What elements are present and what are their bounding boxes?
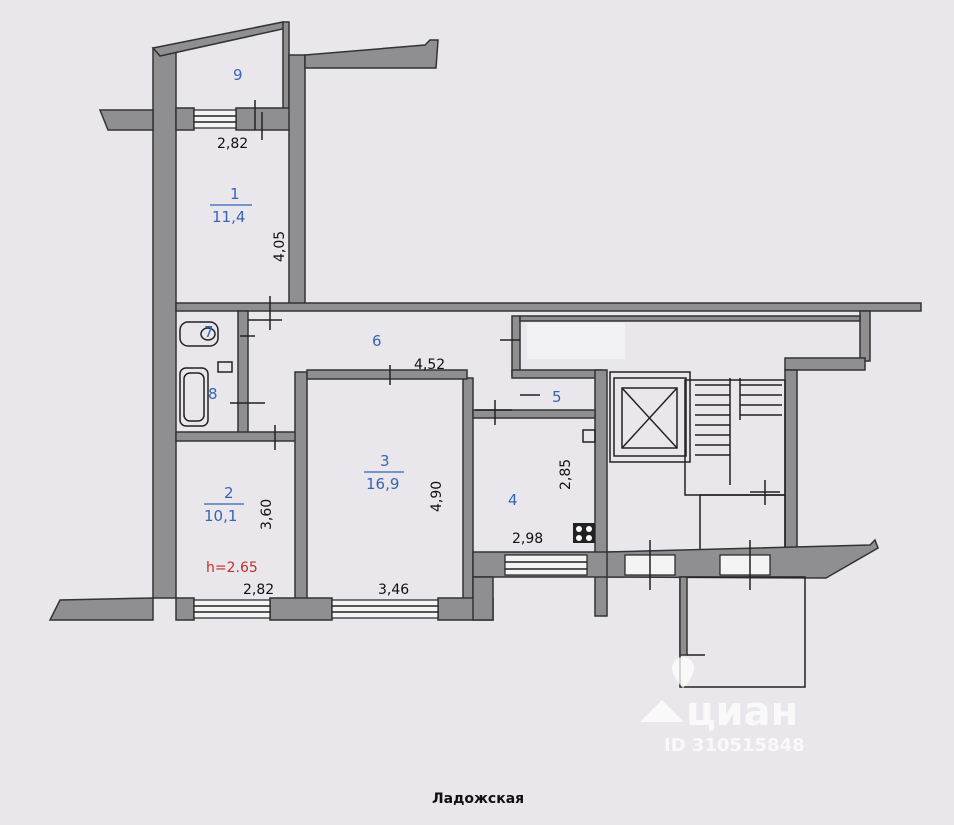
toilet-icon [179, 321, 219, 347]
watermark-brand: циан [686, 689, 798, 735]
walls [48, 21, 922, 688]
elevator-shaft [621, 387, 678, 449]
room-1-area: 11,4 [212, 208, 245, 226]
room-8-number: 8 [208, 385, 218, 403]
room-9-number: 9 [233, 66, 243, 84]
street-name: Ладожская [432, 791, 524, 807]
location-pin-icon [672, 657, 694, 688]
room-1-number: 1 [230, 185, 240, 203]
watermark-id: ID 310515848 [664, 735, 805, 756]
room-2-number: 2 [224, 484, 234, 502]
dim-r4-length: 2,85 [558, 459, 574, 490]
room-7-number: 7 [204, 323, 214, 341]
redaction-box [527, 323, 625, 359]
room-4-number: 4 [508, 491, 518, 509]
room-5-number: 5 [552, 388, 562, 406]
house-icon [640, 700, 684, 722]
windows [193, 109, 771, 619]
dim-r4-width: 2,98 [512, 531, 543, 547]
bathtub-icon [179, 361, 233, 427]
kitchen-vent [582, 429, 596, 443]
dim-r2-width: 2,82 [243, 582, 274, 598]
dim-r3-length: 4,90 [429, 481, 445, 512]
dim-corridor: 4,52 [414, 357, 445, 373]
dim-r3-width: 3,46 [378, 582, 409, 598]
stove-icon [573, 523, 595, 543]
dim-r1-length: 4,05 [272, 231, 288, 262]
staircase [695, 378, 782, 485]
door-marks [230, 100, 780, 590]
dimension-labels: 2,82 4,05 4,52 4,90 3,46 3,60 2,82 2,85 … [217, 136, 574, 598]
room-2-area: 10,1 [204, 507, 237, 525]
cian-watermark: циан ID 310515848 [640, 657, 805, 756]
room-3-number: 3 [380, 452, 390, 470]
ceiling-height: h=2.65 [206, 560, 258, 576]
dim-r2-length: 3,60 [259, 499, 275, 530]
room-labels: 9 1 11,4 7 8 6 5 3 16,9 2 10,1 4 [204, 66, 562, 525]
dim-r9-width: 2,82 [217, 136, 248, 152]
room-3-area: 16,9 [366, 475, 399, 493]
room-6-number: 6 [372, 332, 382, 350]
